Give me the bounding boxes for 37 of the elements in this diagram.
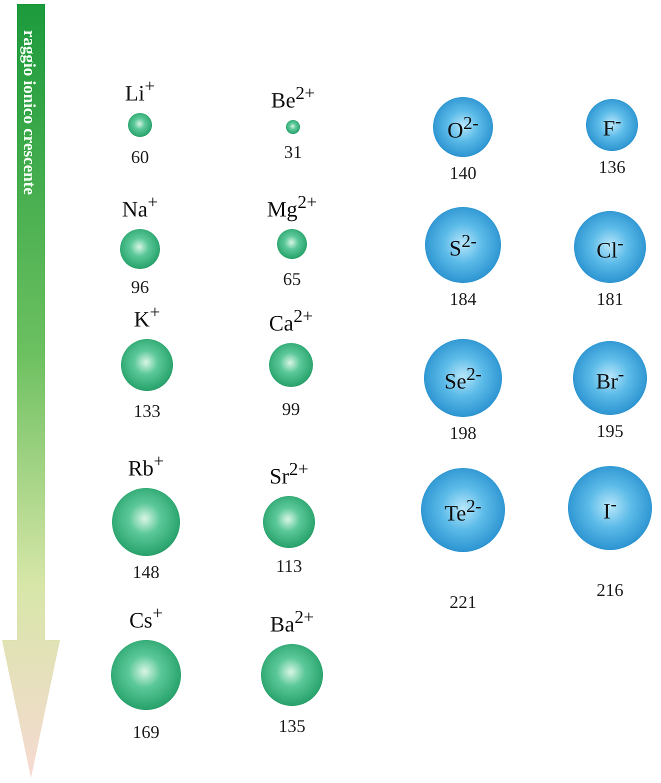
radius-value: 136: [598, 157, 626, 177]
ion-symbol: Sr$^{2+}$: [269, 458, 309, 488]
radius-value: 133: [134, 401, 160, 422]
radius-value: 135: [278, 716, 306, 736]
radius-value: 184: [450, 289, 476, 309]
ion-symbol: F$^{-}$: [602, 110, 622, 141]
ion-symbol: Ba$^{2+}$: [270, 606, 314, 636]
radius-value: 181: [596, 289, 624, 309]
ion-symbol: Be$^{2+}$: [271, 82, 315, 112]
ion-symbol: O$^{2-}$: [447, 112, 479, 143]
radius-value: 140: [450, 163, 476, 183]
radius-value: 96: [131, 277, 149, 298]
ion-symbol: I$^{-}$: [603, 493, 617, 524]
ion-symbol: Te$^{2-}$: [444, 495, 482, 526]
ion-symbol: S$^{2-}$: [449, 230, 477, 261]
radius-value: 198: [450, 423, 476, 443]
radius-value: 31: [284, 142, 302, 162]
radius-value: 65: [283, 269, 301, 290]
radius-value: 221: [450, 592, 476, 612]
ion-symbol: Na$^{+}$: [122, 191, 158, 222]
ion-symbol: Cs$^{+}$: [129, 602, 163, 632]
ion-symbol: Cl$^{-}$: [596, 232, 624, 263]
ion-symbol: Br$^{-}$: [596, 363, 624, 394]
ion-symbol: Mg$^{2+}$: [266, 191, 318, 222]
radius-value: 216: [596, 580, 624, 600]
axis-label: raggio ionico crescente: [19, 30, 39, 195]
radius-value: 60: [131, 147, 149, 168]
radius-value: 195: [596, 421, 624, 441]
ion-symbol: Se$^{2-}$: [444, 363, 482, 394]
ion-symbol: Li$^{+}$: [125, 75, 155, 106]
radius-value: 113: [276, 556, 302, 576]
radius-value: 99: [282, 399, 300, 420]
ion-symbol: Rb$^{+}$: [128, 450, 164, 480]
ion-symbol: Ca$^{2+}$: [269, 305, 313, 336]
radius-value: 148: [132, 562, 160, 582]
radius-value: 169: [132, 722, 160, 742]
ion-symbol: K$^{+}$: [134, 301, 160, 332]
